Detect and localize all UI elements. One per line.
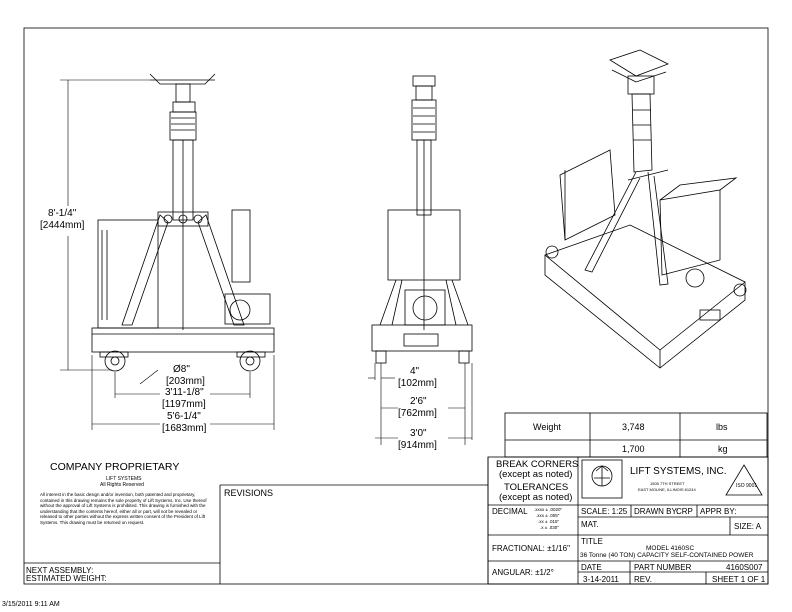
revisions-label: REVISIONS [224, 488, 274, 498]
revision-label: REV. [634, 575, 652, 584]
part-number-label: PART NUMBER [634, 563, 692, 572]
title-label: TITLE [581, 537, 603, 546]
company-address2: EAST MOLINE, ILLINOIS 61244 [638, 487, 696, 492]
company-name: LIFT SYSTEMS, INC. [630, 466, 727, 477]
width1-dim-in: 3'11-1/8" [165, 387, 204, 398]
part-number-value: 4160S007 [726, 563, 763, 572]
side2-dim-mm: [762mm] [398, 408, 437, 419]
title-block-frame [487, 456, 769, 585]
company-address1: 1505 7TH STREET [650, 481, 685, 486]
side3-dim-in: 3'0" [410, 428, 427, 439]
appr-by-label: APPR BY: [700, 507, 737, 516]
tol-row-4: .x ± .030" [540, 525, 559, 530]
weight-kg-value: 1,700 [622, 444, 645, 454]
scale-label: SCALE: 1:25 [581, 507, 628, 516]
material-label: MAT. [581, 520, 599, 529]
tol-row-1: .xxxx ± .0020" [534, 507, 563, 512]
angular-label: ANGULAR: ±1/2° [492, 568, 554, 577]
next-assembly-label: NEXT ASSEMBLY: [26, 566, 94, 575]
front-view [91, 73, 275, 372]
decimal-label: DECIMAL [492, 507, 528, 516]
break-corners-except: (except as noted) [499, 469, 573, 480]
proprietary-body: All interest in the basic design and/or … [40, 492, 207, 525]
side-dimension-lines [368, 363, 473, 445]
tolerances-except: (except as noted) [499, 492, 573, 503]
proprietary-heading: COMPANY PROPRIETARY [50, 461, 180, 473]
side-view [371, 75, 473, 364]
estimated-weight-label: ESTIMATED WEIGHT: [26, 574, 107, 583]
proprietary-rights: All Rights Reserved [100, 482, 144, 488]
front-dimension-lines [60, 79, 275, 430]
height-dim-mm: [2444mm] [40, 220, 85, 231]
model-label: MODEL 4160SC [646, 545, 695, 552]
width2-dim-mm: [1683mm] [162, 423, 207, 434]
wheel-dim-mm: [203mm] [166, 376, 205, 387]
side3-dim-mm: [914mm] [398, 440, 437, 451]
sheet-border [23, 27, 769, 585]
weight-kg-unit: kg [718, 444, 728, 454]
size-label: SIZE: A [734, 522, 762, 531]
sheet-label: SHEET 1 OF 1 [712, 575, 766, 584]
tol-row-2: .xxx ± .005" [536, 513, 560, 518]
drawn-by-label: DRAWN BY: [634, 507, 679, 516]
tolerances-label: TOLERANCES [504, 482, 569, 493]
isometric-view [544, 49, 747, 369]
date-label: DATE [581, 563, 602, 572]
weight-lbs-unit: lbs [716, 422, 728, 432]
side1-dim-mm: [102mm] [398, 378, 437, 389]
weight-lbs-value: 3,748 [622, 422, 645, 432]
fractional-label: FRACTIONAL: ±1/16" [492, 544, 570, 553]
weight-label: Weight [533, 422, 561, 432]
product-description: 36 Tonne (40 TON) CAPACITY SELF-CONTAINE… [580, 552, 754, 559]
iso-badge: ISO 9001 [736, 483, 758, 489]
print-timestamp: 3/15/2011 9:11 AM [2, 601, 60, 608]
tol-row-3: .xx ± .015" [538, 519, 560, 524]
proprietary-company: LIFT SYSTEMS [106, 476, 142, 482]
wheel-dim-in: Ø8" [173, 364, 190, 375]
break-corners-label: BREAK CORNERS [496, 459, 579, 470]
height-dim-ft: 8'-1/4" [48, 208, 77, 219]
width1-dim-mm: [1197mm] [162, 399, 206, 410]
side1-dim-in: 4" [410, 366, 420, 377]
side2-dim-in: 2'6" [410, 396, 427, 407]
date-value: 3-14-2011 [583, 575, 619, 584]
drawn-by-value: CRP [676, 507, 693, 516]
width2-dim-in: 5'6-1/4" [167, 411, 201, 422]
